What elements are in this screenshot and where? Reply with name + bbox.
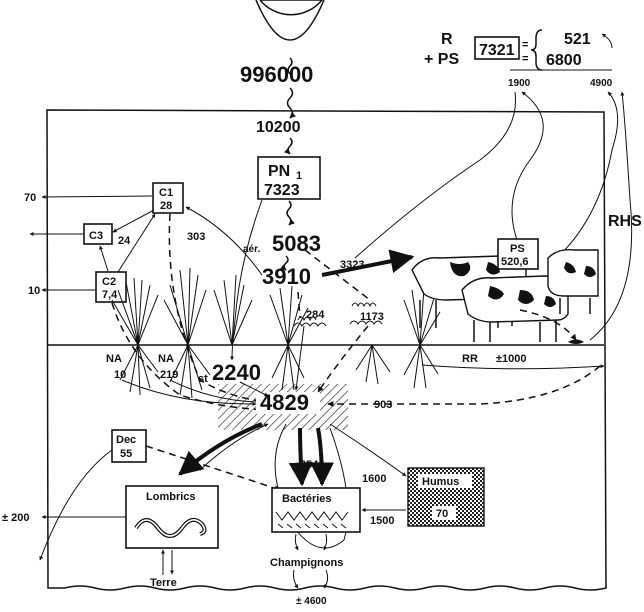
absorbed-value: 10200 bbox=[256, 119, 301, 136]
c1-value: 28 bbox=[160, 200, 172, 212]
c2-label: C2 bbox=[102, 276, 116, 288]
out-70-value: 70 bbox=[24, 192, 36, 204]
r-value: 521 bbox=[564, 31, 591, 48]
detritus-to-bacteria-thick bbox=[300, 428, 302, 484]
na1-value: 10 bbox=[114, 369, 126, 381]
underground-value: 2240 bbox=[212, 360, 261, 385]
rr-label: RR bbox=[462, 353, 478, 365]
to-bottom-out-2 bbox=[324, 570, 328, 588]
pn-to-1900-line bbox=[355, 92, 516, 258]
terre-label: Terre bbox=[150, 577, 177, 589]
equals-top: = bbox=[522, 39, 528, 51]
dec-to-200-arrow bbox=[40, 450, 112, 560]
humus-back-value: 1500 bbox=[370, 515, 394, 527]
rhs-line-1 bbox=[560, 92, 618, 255]
c3-label: C3 bbox=[89, 230, 103, 242]
pn1-value: 7323 bbox=[264, 182, 300, 199]
st-label: st bbox=[198, 373, 208, 385]
from-rr-value: 903 bbox=[374, 399, 392, 411]
c2-value: 7,4 bbox=[102, 289, 118, 301]
aerial-value: 5083 bbox=[272, 231, 321, 256]
detritus-to-bacteria-2 bbox=[318, 428, 322, 484]
ps-herb-value: 520,6 bbox=[501, 256, 529, 268]
c1-to-70-arrow bbox=[42, 196, 152, 197]
litter-to-detritus bbox=[296, 326, 304, 390]
detritus-value: 4829 bbox=[260, 390, 309, 415]
equals-bottom: = bbox=[522, 53, 528, 65]
out-left-value: 1900 bbox=[508, 78, 531, 89]
grass-tuft-6 bbox=[404, 288, 440, 388]
bacteria-down-arrow-1 bbox=[295, 534, 298, 550]
rr-value: ±1000 bbox=[496, 353, 527, 365]
aerial-to-litter-dash bbox=[305, 250, 370, 300]
bottom-out-value: ± 4600 bbox=[296, 596, 327, 607]
rr-arrow bbox=[422, 365, 604, 369]
champignons-label: Champignons bbox=[270, 557, 343, 569]
to-herbivores-value: 3323 bbox=[340, 259, 364, 271]
bacteria-label: Bactéries bbox=[282, 493, 332, 505]
ps-label: + PS bbox=[424, 51, 459, 68]
to-bottom-out-1 bbox=[294, 570, 299, 588]
arrow-to-r bbox=[602, 34, 612, 48]
flow-24-value: 24 bbox=[118, 235, 131, 247]
pn1-sub: 1 bbox=[296, 170, 302, 182]
na2-value: 219 bbox=[160, 369, 178, 381]
to-bacteria-value: 3540 bbox=[300, 459, 324, 471]
dung-icon bbox=[568, 340, 584, 345]
r-label: R bbox=[441, 31, 453, 48]
absorbed-arrow bbox=[288, 138, 292, 154]
sun-icon bbox=[260, 0, 322, 15]
to-humus-value: 1600 bbox=[362, 473, 386, 485]
c1-to-c3-arrow bbox=[113, 210, 154, 232]
detritus-to-humus-arrow bbox=[330, 424, 406, 476]
c1-label: C1 bbox=[159, 187, 173, 199]
dec-label: Dec bbox=[116, 434, 136, 446]
out-200-value: ± 200 bbox=[2, 512, 29, 524]
rhs-label: RHS bbox=[608, 213, 642, 230]
out-right-value: 4900 bbox=[590, 78, 613, 89]
ps-herb-label: PS bbox=[510, 243, 525, 255]
lombrics-label: Lombrics bbox=[146, 491, 196, 503]
pn-to-aerial-arrow bbox=[287, 201, 291, 225]
grass-tuft-5 bbox=[356, 345, 390, 384]
detritus-to-lombrics-thick bbox=[180, 424, 262, 474]
na2-label: NA bbox=[158, 353, 174, 365]
solar-wavy-down bbox=[288, 88, 293, 118]
to-herbivores-arrow bbox=[322, 257, 412, 275]
humus-label: Humus bbox=[422, 476, 459, 488]
dec-value: 55 bbox=[120, 448, 132, 460]
c2-to-c3-arrow bbox=[100, 246, 108, 271]
pn1-label: PN bbox=[268, 163, 290, 180]
out-10-value: 10 bbox=[28, 285, 40, 297]
ps-respiration-line bbox=[512, 92, 543, 248]
grazing-total-value: 3910 bbox=[262, 264, 311, 289]
dec-to-bacteria-dash bbox=[146, 446, 280, 490]
brace bbox=[531, 30, 542, 70]
humus-value: 70 bbox=[436, 508, 448, 520]
lombrics-to-detritus-return bbox=[200, 424, 268, 470]
ps-value: 6800 bbox=[546, 52, 582, 69]
total-value: 7321 bbox=[479, 42, 515, 59]
rr-to-detritus-line bbox=[328, 366, 600, 404]
flow-303-value: 303 bbox=[187, 231, 205, 243]
grass-tuft-3 bbox=[214, 275, 252, 345]
litter-b-to-detritus bbox=[318, 326, 368, 392]
solar-input: 996000 bbox=[240, 62, 313, 87]
na1-label: NA bbox=[106, 353, 122, 365]
